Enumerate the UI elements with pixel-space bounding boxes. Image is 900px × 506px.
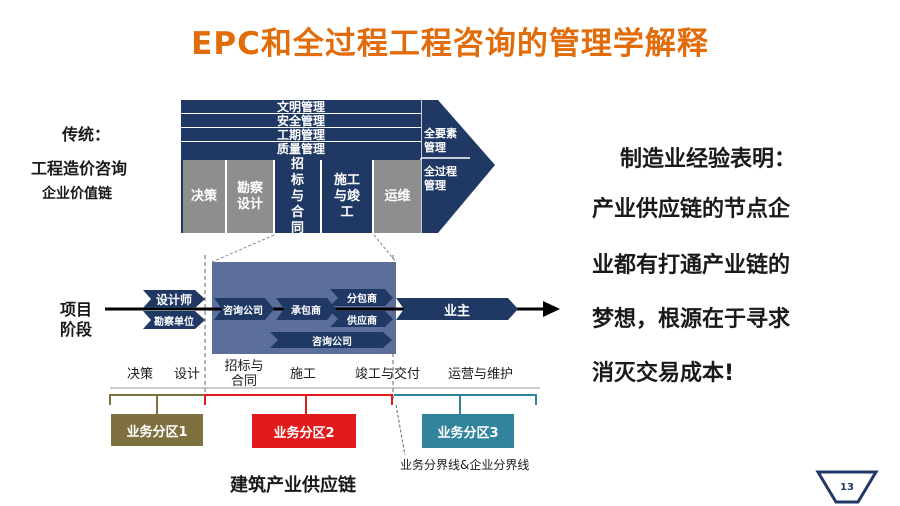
all-elements-management: 全要素管理	[424, 127, 457, 154]
designer-chevron	[143, 290, 205, 308]
consulting-bottom-label: 咨询公司	[312, 336, 352, 348]
designer-label: 设计师	[155, 292, 192, 307]
boundary-label: 业务分界线&企业分界线	[400, 458, 530, 472]
owner-label: 业主	[443, 303, 470, 319]
quality-management-row: 质量管理	[181, 142, 421, 158]
subcontractor-label: 分包商	[347, 294, 377, 305]
zone-1-badge: 业务分区1	[111, 414, 203, 446]
consulting-bottom-chevron	[270, 332, 392, 348]
page-title: EPC和全过程工程咨询的管理学解释	[191, 26, 709, 62]
safety-management-row: 安全管理	[181, 114, 421, 128]
owner-chevron	[396, 298, 518, 320]
consulting-company-label: 咨询公司	[223, 305, 263, 317]
supplier-label: 供应商	[347, 315, 377, 327]
project-label: 项目	[60, 300, 93, 319]
supplier-chevron	[330, 311, 393, 327]
schedule-management-row: 工期管理	[181, 128, 421, 142]
stage-decision: 决策	[127, 367, 154, 382]
contractor-label: 承包商	[291, 305, 321, 317]
stage-bidding: 招标与合同	[224, 359, 264, 389]
value-chain-label: 企业价值链	[42, 186, 112, 202]
right-text-line-1: 制造业经验表明：	[620, 147, 797, 172]
right-text-line-4: 梦想，根源在于寻求	[592, 307, 791, 332]
stage-construction: 施工	[290, 367, 317, 382]
consulting-chevron	[214, 298, 274, 320]
operation-cell: 运维	[374, 160, 421, 233]
right-text-line-3: 业都有打通产业链的	[592, 253, 791, 278]
zone-3-badge: 业务分区3	[422, 414, 514, 448]
survey-chevron	[143, 311, 205, 329]
decision-cell: 决策	[183, 160, 227, 233]
contractor-chevron	[276, 298, 336, 320]
survey-unit-label: 勘察单位	[154, 316, 194, 328]
civil-management-row: 文明管理	[181, 100, 421, 114]
supply-chain-label: 建筑产业供应链	[230, 475, 356, 496]
traditional-label: 传统：	[62, 125, 111, 144]
survey-design-cell: 勘察设计	[227, 160, 275, 233]
subcontractor-chevron	[330, 289, 393, 306]
stage-design: 设计	[174, 367, 201, 382]
cost-consulting-label: 工程造价咨询	[31, 159, 128, 178]
whole-process-management: 全过程管理	[424, 165, 457, 192]
stage-operation: 运营与维护	[448, 367, 514, 382]
page-number: 13	[840, 482, 854, 493]
zone-2-badge: 业务分区2	[252, 414, 356, 448]
stage-completion: 竣工与交付	[355, 367, 421, 382]
right-text-line-5: 消灭交易成本!	[592, 361, 735, 386]
stage-label: 阶段	[60, 320, 93, 339]
bidding-contract-cell: 招标与合同	[275, 157, 322, 236]
construction-completion-cell: 施工与竣工	[322, 160, 374, 233]
right-text-line-2: 产业供应链的节点企	[592, 197, 791, 222]
page-badge	[815, 470, 879, 504]
